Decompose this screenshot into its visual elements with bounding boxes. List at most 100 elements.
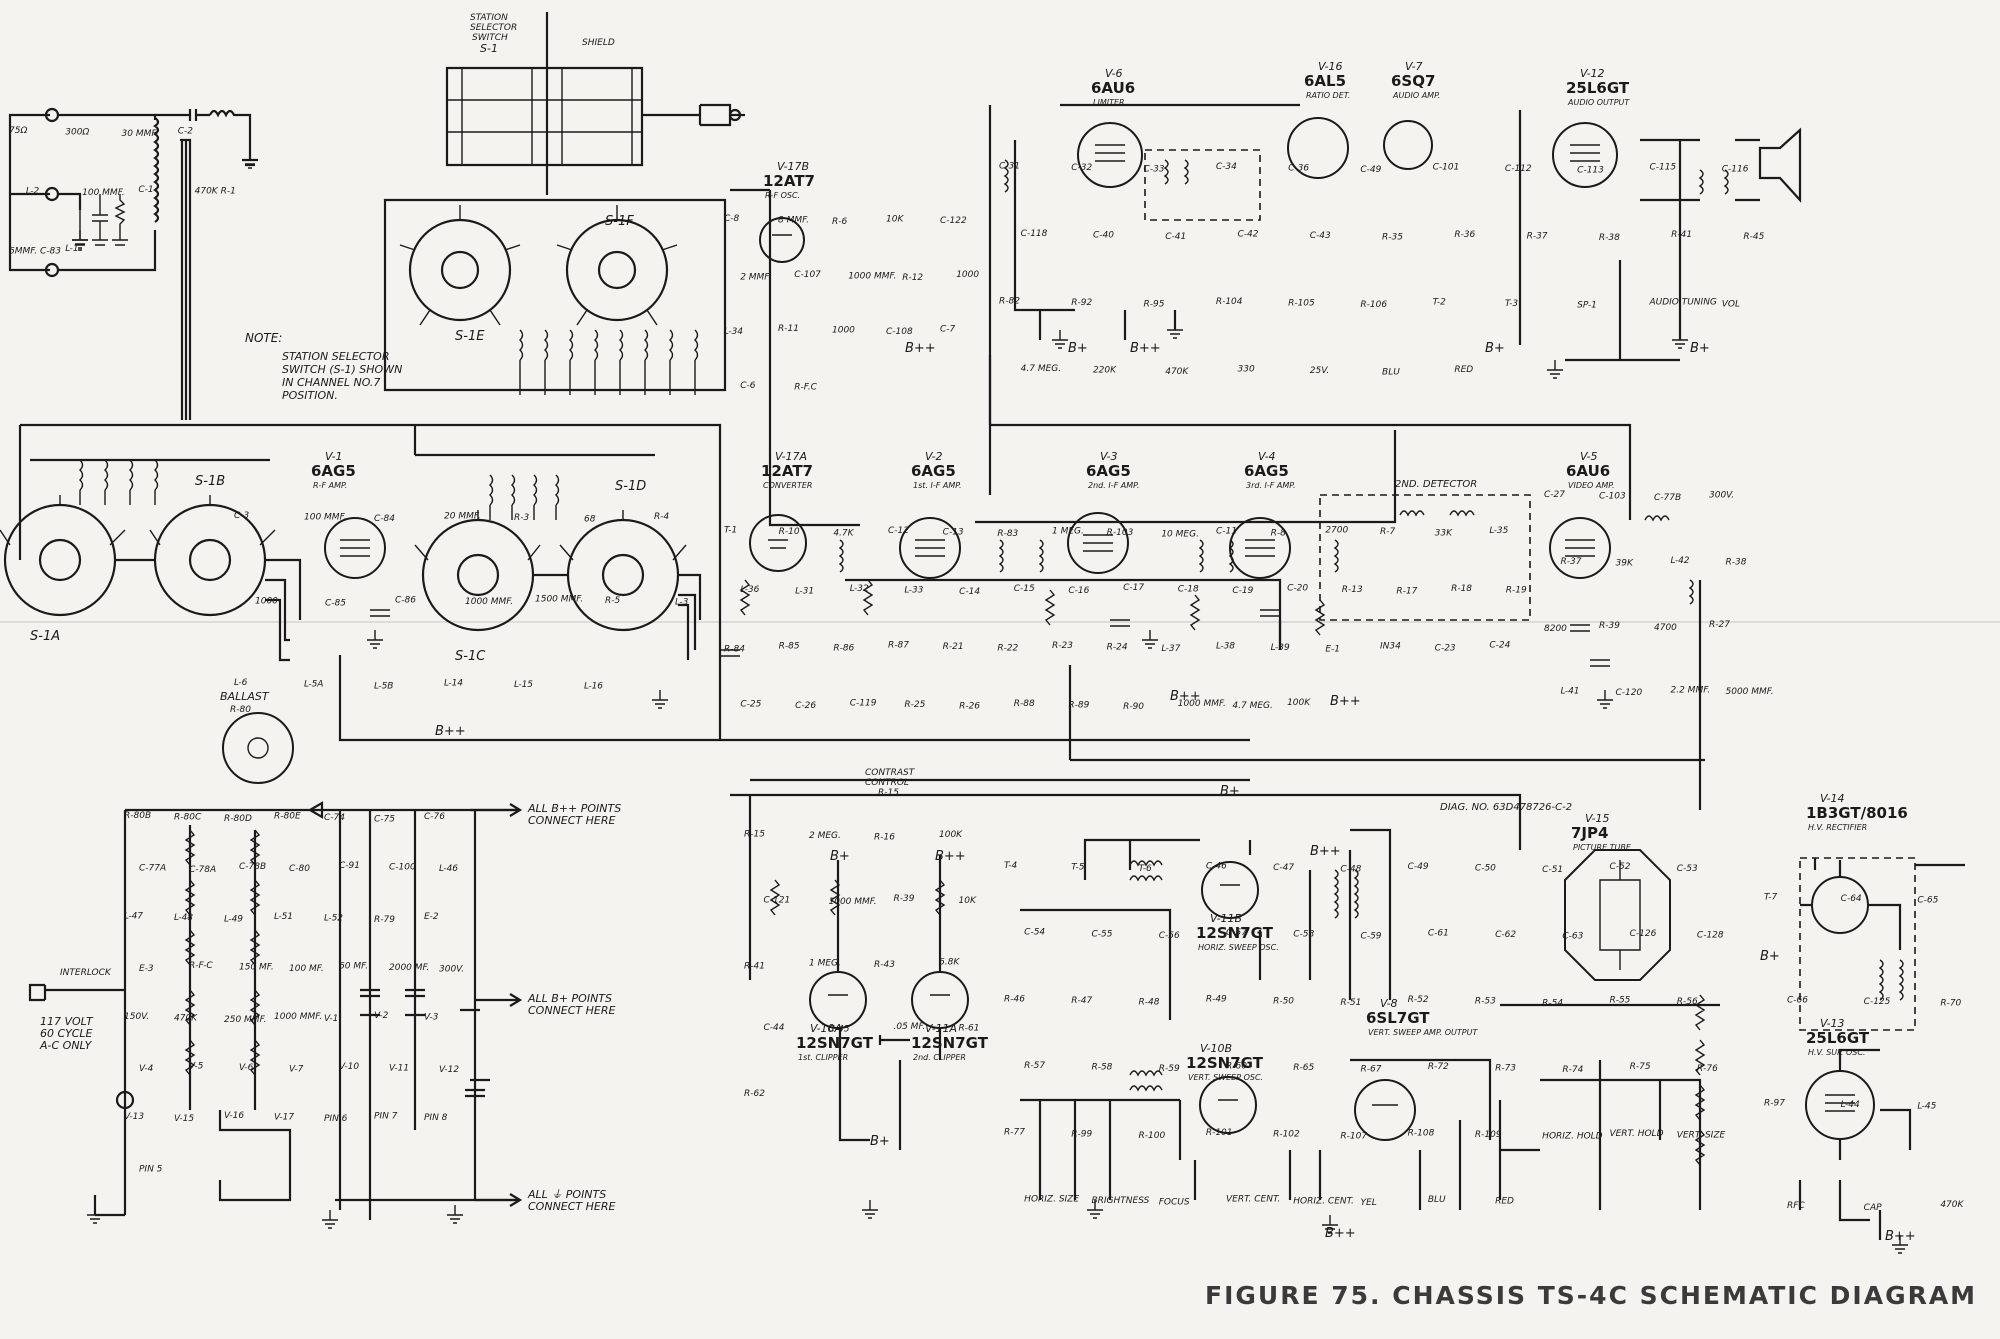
tube-type-label: 6AU6 (1091, 79, 1135, 97)
component-label: R-56 (1677, 997, 1698, 1007)
component-label: 2700 (1325, 526, 1348, 536)
component-label: C-78B (239, 862, 266, 872)
supply-label: B+ (1068, 341, 1088, 356)
component-label: C-16 (1068, 586, 1089, 596)
component-label: R-13 (1342, 585, 1363, 595)
component-label: R-55 (1609, 996, 1630, 1006)
component-label: 220K (1093, 366, 1117, 376)
component-label: C-77B (1654, 493, 1681, 503)
component-label: 100 MMF. (304, 513, 346, 523)
component-label: 100K (939, 830, 963, 840)
tube-type-label: 25L6GT (1566, 79, 1630, 97)
component-label: R-50 (1273, 996, 1294, 1006)
component-label: V-5 (189, 1061, 204, 1071)
component-label: R-97 (1764, 1098, 1785, 1108)
component-label: C-113 (1577, 166, 1604, 176)
tube-function-label: AUDIO OUTPUT (1567, 98, 1630, 107)
component-label: R-10 (779, 527, 800, 537)
component-label: C-18 (1178, 585, 1199, 595)
component-label: R-43 (874, 960, 895, 970)
svg-text:R-15: R-15 (878, 788, 899, 798)
component-label: V-1 (324, 1014, 338, 1024)
main-wiring (18, 105, 1705, 850)
component-label: C-86 (395, 596, 416, 606)
component-label: 2 MMF. (740, 273, 771, 283)
tube-id-label: V-10A (810, 1022, 842, 1035)
component-label: C-126 (1630, 929, 1657, 939)
component-label: R-8 (1271, 528, 1287, 538)
component-label: R-72 (1428, 1062, 1449, 1072)
component-label: C-66 (1787, 995, 1808, 1005)
component-label: 300V. (439, 965, 464, 975)
component-label: R-76 (1697, 1064, 1718, 1074)
component-label: R-41 (744, 961, 765, 971)
component-label: R-83 (997, 529, 1018, 539)
component-label: 2000 MF. (389, 963, 429, 973)
svg-text:CONNECT HERE: CONNECT HERE (528, 1004, 616, 1017)
component-label: HORIZ. HOLD (1542, 1132, 1603, 1142)
tube-id-label: V-4 (1258, 450, 1276, 463)
component-label: AUDIO TUNING (1648, 298, 1716, 308)
note-line-1: STATION SELECTOR (282, 350, 389, 363)
component-label: R-106 (1360, 300, 1387, 310)
supply-label: B++ (1310, 844, 1341, 859)
ground-symbol (1547, 360, 1563, 379)
ground-symbol (367, 630, 383, 649)
component-label: L-36 (740, 585, 759, 595)
component-label: C-32 (1071, 163, 1092, 173)
component-label: R-102 (1273, 1130, 1300, 1140)
component-label: R-37 (1527, 231, 1548, 241)
supply-label: B+ (1485, 341, 1505, 356)
component-label: C-7 (940, 324, 956, 334)
component-label: R-19 (1506, 585, 1527, 595)
component-label: R-45 (1743, 232, 1764, 242)
tube-id-label: V-13 (1820, 1017, 1845, 1030)
tube-id-label: V-14 (1820, 792, 1845, 805)
component-label: C-46 (1206, 861, 1227, 871)
component-label: R-48 (1139, 998, 1160, 1008)
tube-id-label: V-10B (1200, 1042, 1232, 1055)
component-label: 1500 MMF. (535, 594, 583, 604)
component-label: HORIZ. SIZE (1024, 1194, 1079, 1204)
svg-text:2ND. DETECTOR: 2ND. DETECTOR (1395, 479, 1477, 490)
ground-symbol (1597, 690, 1613, 709)
component-label: C-25 (740, 700, 761, 710)
component-label: R-53 (1475, 997, 1496, 1007)
note-heading: NOTE: (245, 331, 282, 345)
component-label: C-1 (138, 185, 153, 195)
supply-labels: B+B++B+B+B++B++B+B++B++B+B++B++B+B++B++B… (435, 341, 1916, 1244)
component-label: L-16 (584, 682, 603, 692)
component-label: C-43 (1310, 231, 1331, 241)
component-label: RFC (1787, 1201, 1805, 1211)
component-label: R-4 (654, 512, 670, 522)
note-line-4: POSITION. (282, 389, 338, 402)
component-label: R-104 (1216, 297, 1243, 307)
component-label: R-65 (1293, 1063, 1314, 1073)
component-label: C-118 (1021, 229, 1048, 239)
component-label: C-52 (1609, 862, 1630, 872)
component-label: R-61 (959, 1023, 980, 1033)
tube-type-label: 1B3GT/8016 (1806, 804, 1908, 822)
component-label: V-2 (374, 1011, 389, 1021)
component-label: L-35 (1489, 526, 1508, 536)
component-label: 1000 MMF. (465, 597, 513, 607)
component-label: R-58 (1091, 1063, 1112, 1073)
component-label: C-8 (724, 214, 740, 224)
tube-id-label: V-1 (325, 450, 343, 463)
svg-text:CONTRAST: CONTRAST (865, 768, 916, 778)
component-label: C-58 (1293, 930, 1314, 940)
tube-function-label: LIMITER (1093, 98, 1125, 107)
component-label: R-70 (1940, 999, 1961, 1009)
component-label: C-13 (943, 528, 964, 538)
component-label: L-1 (65, 244, 78, 254)
ground-symbols (72, 150, 1908, 1254)
component-label: C-63 (1562, 932, 1583, 942)
component-label: C-44 (764, 1023, 785, 1033)
ground-symbol (447, 1205, 463, 1224)
tube-type-label: 6AL5 (1304, 72, 1346, 90)
component-label: R-105 (1288, 299, 1315, 309)
component-label: PIN 7 (374, 1111, 398, 1121)
component-label: C-27 (1544, 490, 1565, 500)
component-label: C-80 (289, 864, 310, 874)
